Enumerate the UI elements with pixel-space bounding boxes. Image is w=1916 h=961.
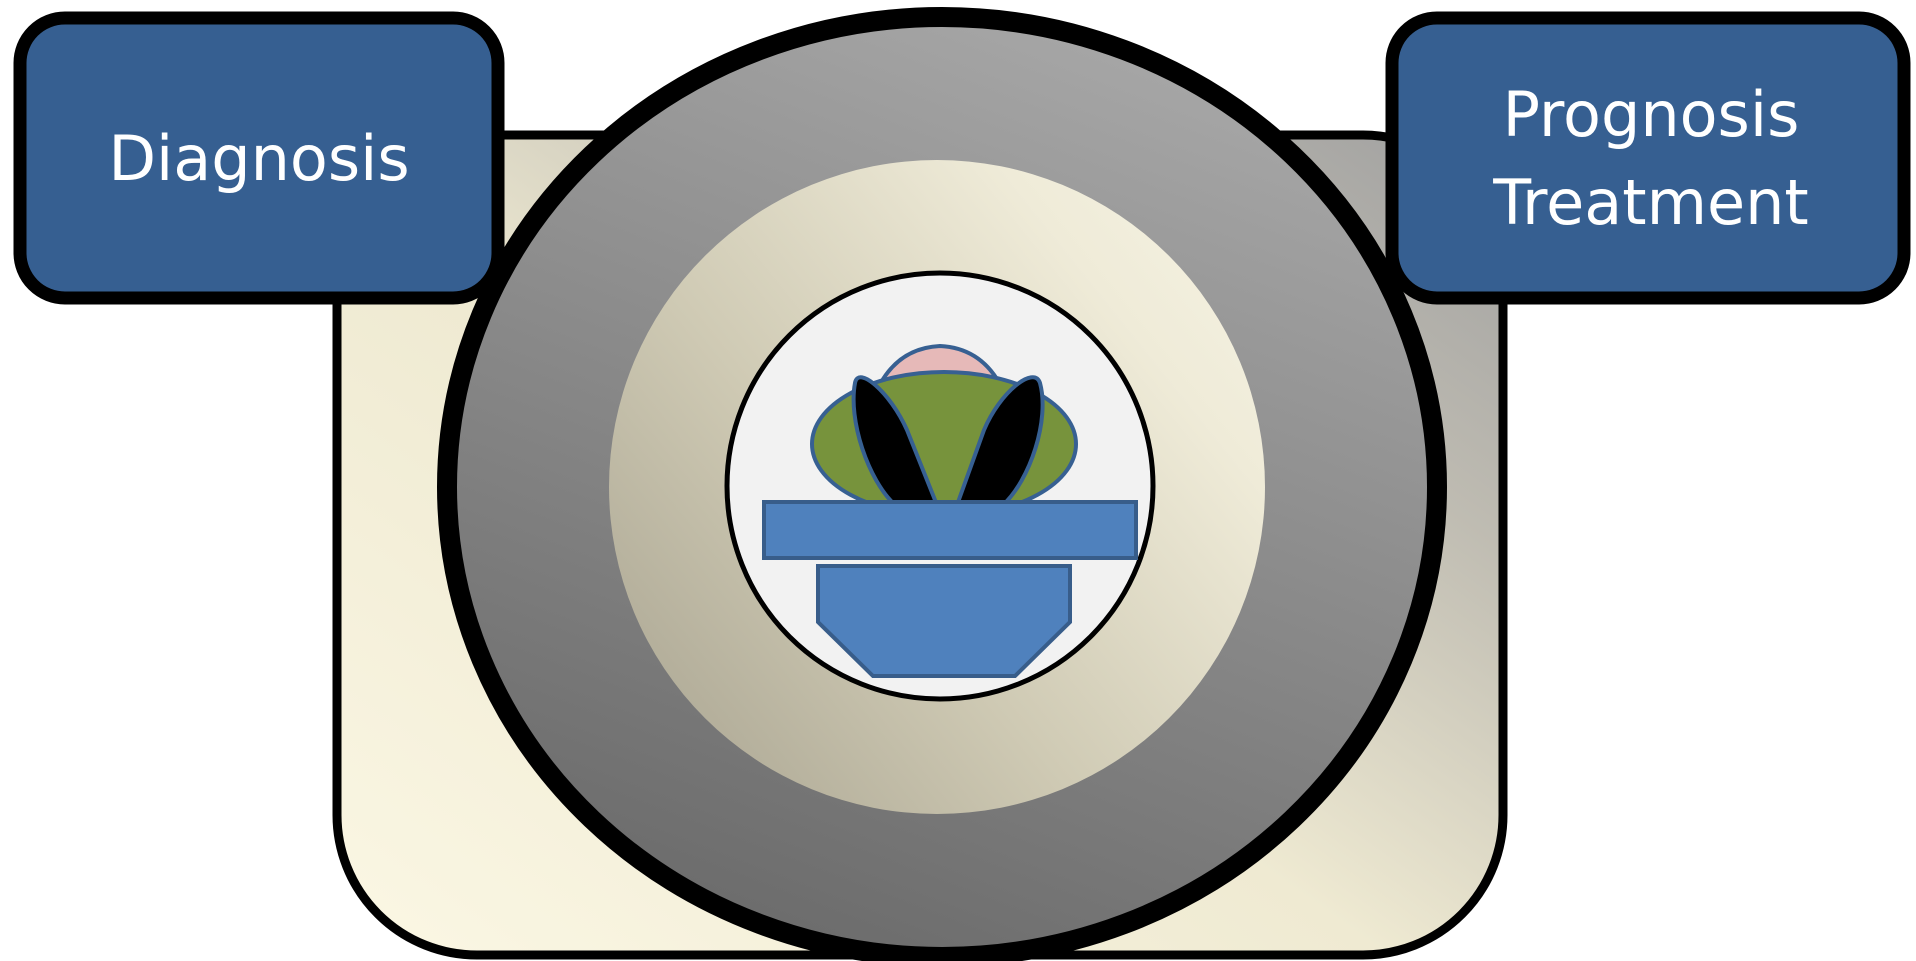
prognosis-treatment-box-shape <box>1392 18 1904 298</box>
scanner-base-icon <box>818 566 1070 676</box>
prognosis-label: Prognosis <box>1503 78 1800 151</box>
treatment-label: Treatment <box>1492 166 1808 239</box>
diagnosis-box: Diagnosis <box>20 18 498 298</box>
scanner-bed-icon <box>764 502 1136 558</box>
prognosis-treatment-box: Prognosis Treatment <box>1392 18 1904 298</box>
diagnosis-label: Diagnosis <box>108 122 409 195</box>
